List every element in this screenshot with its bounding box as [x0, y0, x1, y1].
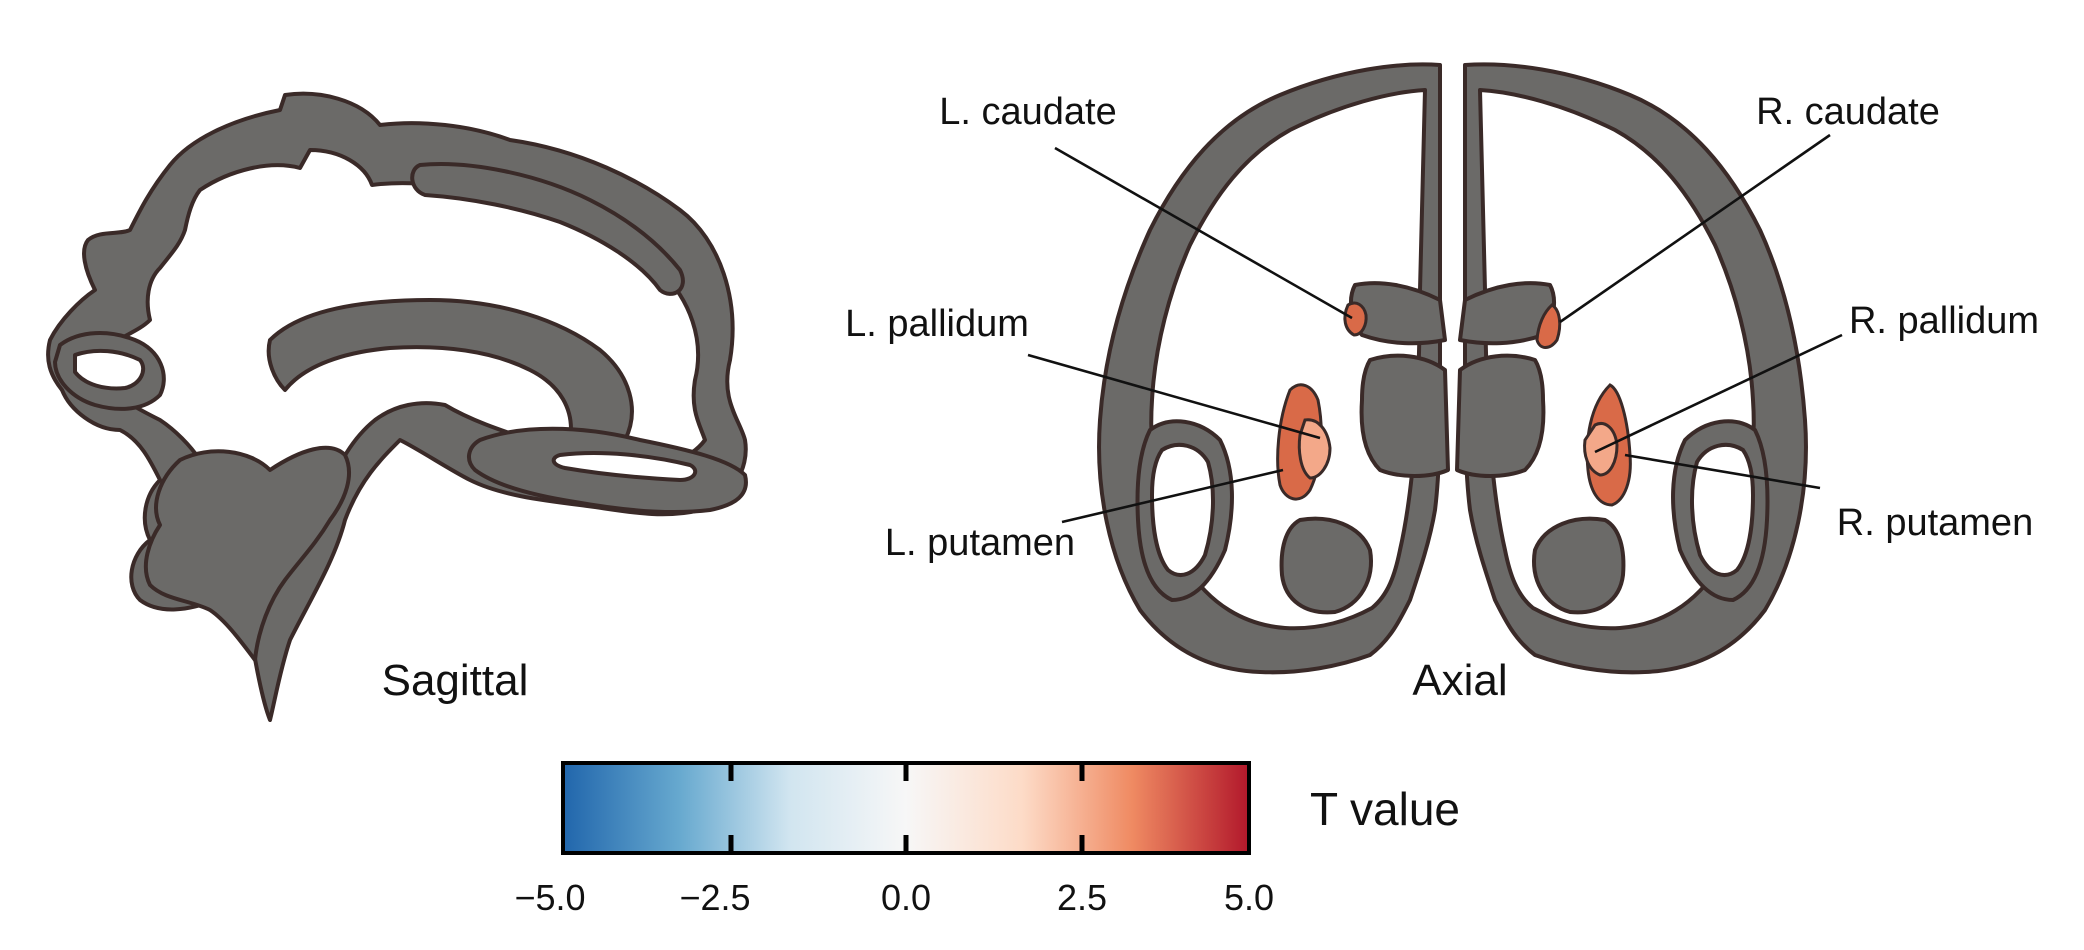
axial-right-occipital	[1532, 516, 1626, 615]
colorbar-tick-label: −2.5	[679, 877, 750, 918]
colorbar-tick-label: −5.0	[514, 877, 585, 918]
label-r-pallidum: R. pallidum	[1849, 300, 2039, 342]
colorbar: −5.0 −2.5 0.0 2.5 5.0	[514, 761, 1274, 918]
leader-r-caudate	[1559, 133, 1831, 324]
axial-left-temporal-wm	[1150, 442, 1215, 577]
label-r-putamen: R. putamen	[1837, 502, 2033, 544]
axial-left-thalamus	[1359, 353, 1450, 478]
leader-l-pallidum	[1027, 353, 1321, 440]
leader-lines	[1027, 133, 1843, 524]
sagittal-temporal-sulcus	[551, 451, 698, 482]
label-l-caudate: L. caudate	[939, 91, 1116, 133]
colorbar-tick-label: 2.5	[1057, 877, 1107, 918]
label-l-pallidum: L. pallidum	[845, 303, 1029, 345]
label-r-caudate: R. caudate	[1756, 91, 1940, 133]
leader-l-caudate	[1054, 146, 1353, 320]
sagittal-slice	[46, 91, 748, 722]
colorbar-tick-label: 5.0	[1224, 877, 1274, 918]
colorbar-tick-label: 0.0	[881, 877, 931, 918]
label-l-putamen: L. putamen	[885, 522, 1075, 564]
leader-r-pallidum	[1594, 333, 1843, 454]
sagittal-brainstem	[143, 445, 351, 662]
sagittal-title: Sagittal	[382, 656, 529, 705]
sagittal-frontal-strip	[410, 162, 685, 296]
leader-l-putamen	[1061, 468, 1284, 524]
leader-r-putamen	[1624, 453, 1821, 490]
colorbar-label: T value	[1310, 783, 1460, 835]
region-r-caudate	[1535, 303, 1562, 349]
axial-title: Axial	[1412, 656, 1507, 705]
sagittal-occipital-sulcus	[73, 348, 146, 391]
axial-slice	[1097, 62, 1808, 675]
axial-right-thalamus	[1455, 353, 1546, 478]
region-l-caudate	[1343, 301, 1368, 337]
axial-left-occipital	[1279, 516, 1373, 615]
axial-right-temporal-wm	[1690, 442, 1755, 577]
